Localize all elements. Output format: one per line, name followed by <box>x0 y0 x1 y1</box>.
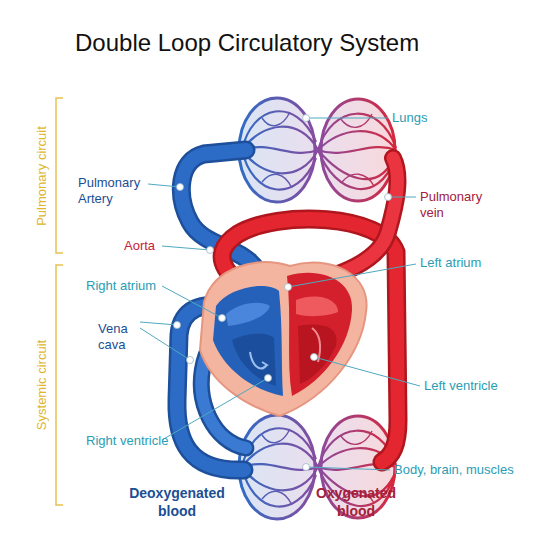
vessel-label: Pulmonary vein <box>420 189 492 221</box>
leader-line <box>140 328 190 360</box>
leader-line <box>162 286 222 318</box>
leader-line <box>306 118 388 119</box>
circuit-label: Systemic circuit <box>34 340 50 430</box>
leader-line <box>162 246 210 250</box>
chamber-label: Left ventricle <box>424 378 498 394</box>
leader-dot <box>177 184 184 191</box>
vessel-label: Vena cava <box>98 321 142 353</box>
vessel-label: Pulmonary Artery <box>78 175 150 207</box>
circuit-bracket <box>56 98 63 253</box>
chamber-label: Right ventricle <box>86 433 168 449</box>
left-ventricle-chamber <box>298 325 337 384</box>
left-atrium-chamber <box>296 296 338 316</box>
leader-dot <box>265 375 272 382</box>
right-ventricle-chamber <box>232 334 276 386</box>
right-heart-chambers <box>213 286 283 396</box>
part-label: Lungs <box>392 110 427 126</box>
leader-dot <box>285 284 292 291</box>
circuit-bracket <box>56 265 63 505</box>
left-heart-chambers <box>287 273 352 396</box>
heart-wall <box>200 262 367 416</box>
leader-line <box>388 197 416 198</box>
leader-dot <box>174 322 181 329</box>
vessel-label: Aorta <box>124 238 155 254</box>
part-label: Body, brain, muscles <box>394 462 514 478</box>
chamber-label: Left atrium <box>420 255 481 271</box>
leader-dot <box>207 247 214 254</box>
leader-line <box>288 264 416 287</box>
right-atrium-chamber <box>226 303 270 326</box>
leader-dot <box>303 464 310 471</box>
blood-type-label: Oxygenated blood <box>306 484 406 520</box>
leader-line <box>162 378 268 440</box>
circuit-label: Pulmonary circuit <box>34 126 50 226</box>
leader-line <box>148 184 180 187</box>
leader-dot <box>385 194 392 201</box>
lung-capillaries <box>239 98 396 202</box>
flow-arrow <box>250 352 266 368</box>
leader-dot <box>303 115 310 122</box>
leader-dot <box>311 354 318 361</box>
leader-line <box>140 322 177 325</box>
diagram-title: Double Loop Circulatory System <box>75 29 419 57</box>
leader-line <box>306 467 390 470</box>
chamber-label: Right atrium <box>86 278 156 294</box>
flow-arrow <box>262 362 267 369</box>
leader-dot <box>187 357 194 364</box>
leader-dot <box>219 315 226 322</box>
leader-line <box>314 357 420 386</box>
blood-type-label: Deoxygenated blood <box>118 484 236 520</box>
